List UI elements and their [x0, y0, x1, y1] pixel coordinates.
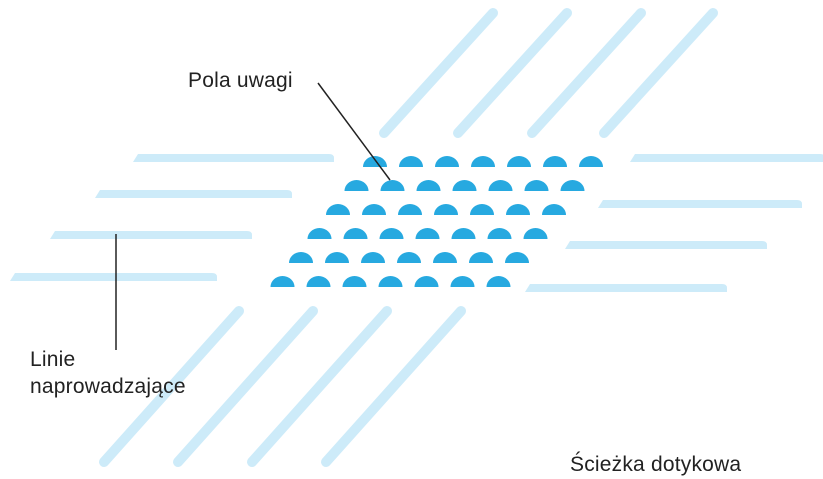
attention-dome	[342, 276, 367, 287]
attention-dome	[363, 156, 387, 167]
guide-lines-upper-diagonal	[379, 8, 718, 138]
attention-fields-label: Pola uwagi	[188, 69, 293, 92]
attention-dome	[542, 204, 566, 215]
attention-dome	[435, 156, 459, 167]
attention-dome	[307, 228, 332, 239]
attention-dome	[507, 156, 531, 167]
guide-line-right-horizontal-4	[525, 284, 727, 292]
attention-dome	[399, 156, 423, 167]
attention-dome	[434, 204, 458, 215]
attention-dome	[378, 276, 403, 287]
guide-line-lower-diagonal-3	[247, 306, 392, 467]
attention-dome	[523, 228, 548, 239]
guide-line-right-horizontal-2	[598, 200, 802, 208]
attention-field-domes	[270, 156, 603, 287]
attention-dome	[452, 180, 477, 191]
attention-dome	[362, 204, 386, 215]
attention-dome	[289, 252, 313, 263]
guide-line-upper-diagonal-4	[599, 8, 718, 138]
guide-line-right-horizontal-1	[630, 154, 823, 162]
attention-dome	[506, 204, 530, 215]
attention-dome	[326, 204, 350, 215]
guide-line-upper-diagonal-3	[527, 8, 646, 138]
attention-dome	[270, 276, 295, 287]
attention-dome	[451, 228, 476, 239]
leader-line-attention-fields	[317, 82, 391, 181]
attention-dome	[343, 228, 368, 239]
tactile-path-label: Ścieżka dotykowa	[570, 453, 742, 476]
guide-line-upper-diagonal-2	[453, 8, 572, 138]
guide-line-lower-diagonal-1	[99, 306, 244, 467]
attention-dome	[543, 156, 567, 167]
attention-dome	[524, 180, 549, 191]
attention-dome	[450, 276, 475, 287]
attention-dome	[416, 180, 441, 191]
guide-line-lower-diagonal-2	[173, 306, 318, 467]
guide-line-left-horizontal-1	[133, 154, 334, 162]
attention-dome	[469, 252, 493, 263]
attention-dome	[488, 180, 513, 191]
guide-lines-lower-diagonal	[99, 306, 466, 467]
attention-dome	[579, 156, 603, 167]
attention-dome	[397, 252, 421, 263]
guide-lines-label: Linie naprowadzające	[30, 346, 186, 400]
attention-dome	[471, 156, 495, 167]
attention-dome	[379, 228, 404, 239]
attention-dome	[398, 204, 422, 215]
attention-dome	[306, 276, 331, 287]
attention-dome	[325, 252, 349, 263]
attention-dome	[433, 252, 457, 263]
attention-dome	[361, 252, 385, 263]
guide-line-right-horizontal-3	[565, 241, 767, 249]
attention-dome	[560, 180, 585, 191]
attention-dome	[415, 228, 440, 239]
guide-lines-label-line2: naprowadzające	[30, 375, 186, 398]
attention-dome	[344, 180, 369, 191]
guide-line-upper-diagonal-1	[379, 8, 498, 138]
attention-dome	[414, 276, 439, 287]
attention-dome	[380, 180, 405, 191]
attention-dome	[487, 228, 512, 239]
guide-line-left-horizontal-3	[50, 231, 252, 239]
guide-lines-label-line1: Linie	[30, 348, 76, 371]
attention-dome	[486, 276, 511, 287]
guide-line-lower-diagonal-4	[321, 306, 466, 467]
guide-lines-right-horizontal	[525, 154, 823, 292]
guide-lines-left-horizontal	[10, 154, 334, 281]
guide-line-left-horizontal-4	[10, 273, 217, 281]
attention-dome	[470, 204, 494, 215]
attention-dome	[505, 252, 529, 263]
guide-line-left-horizontal-2	[95, 190, 292, 198]
